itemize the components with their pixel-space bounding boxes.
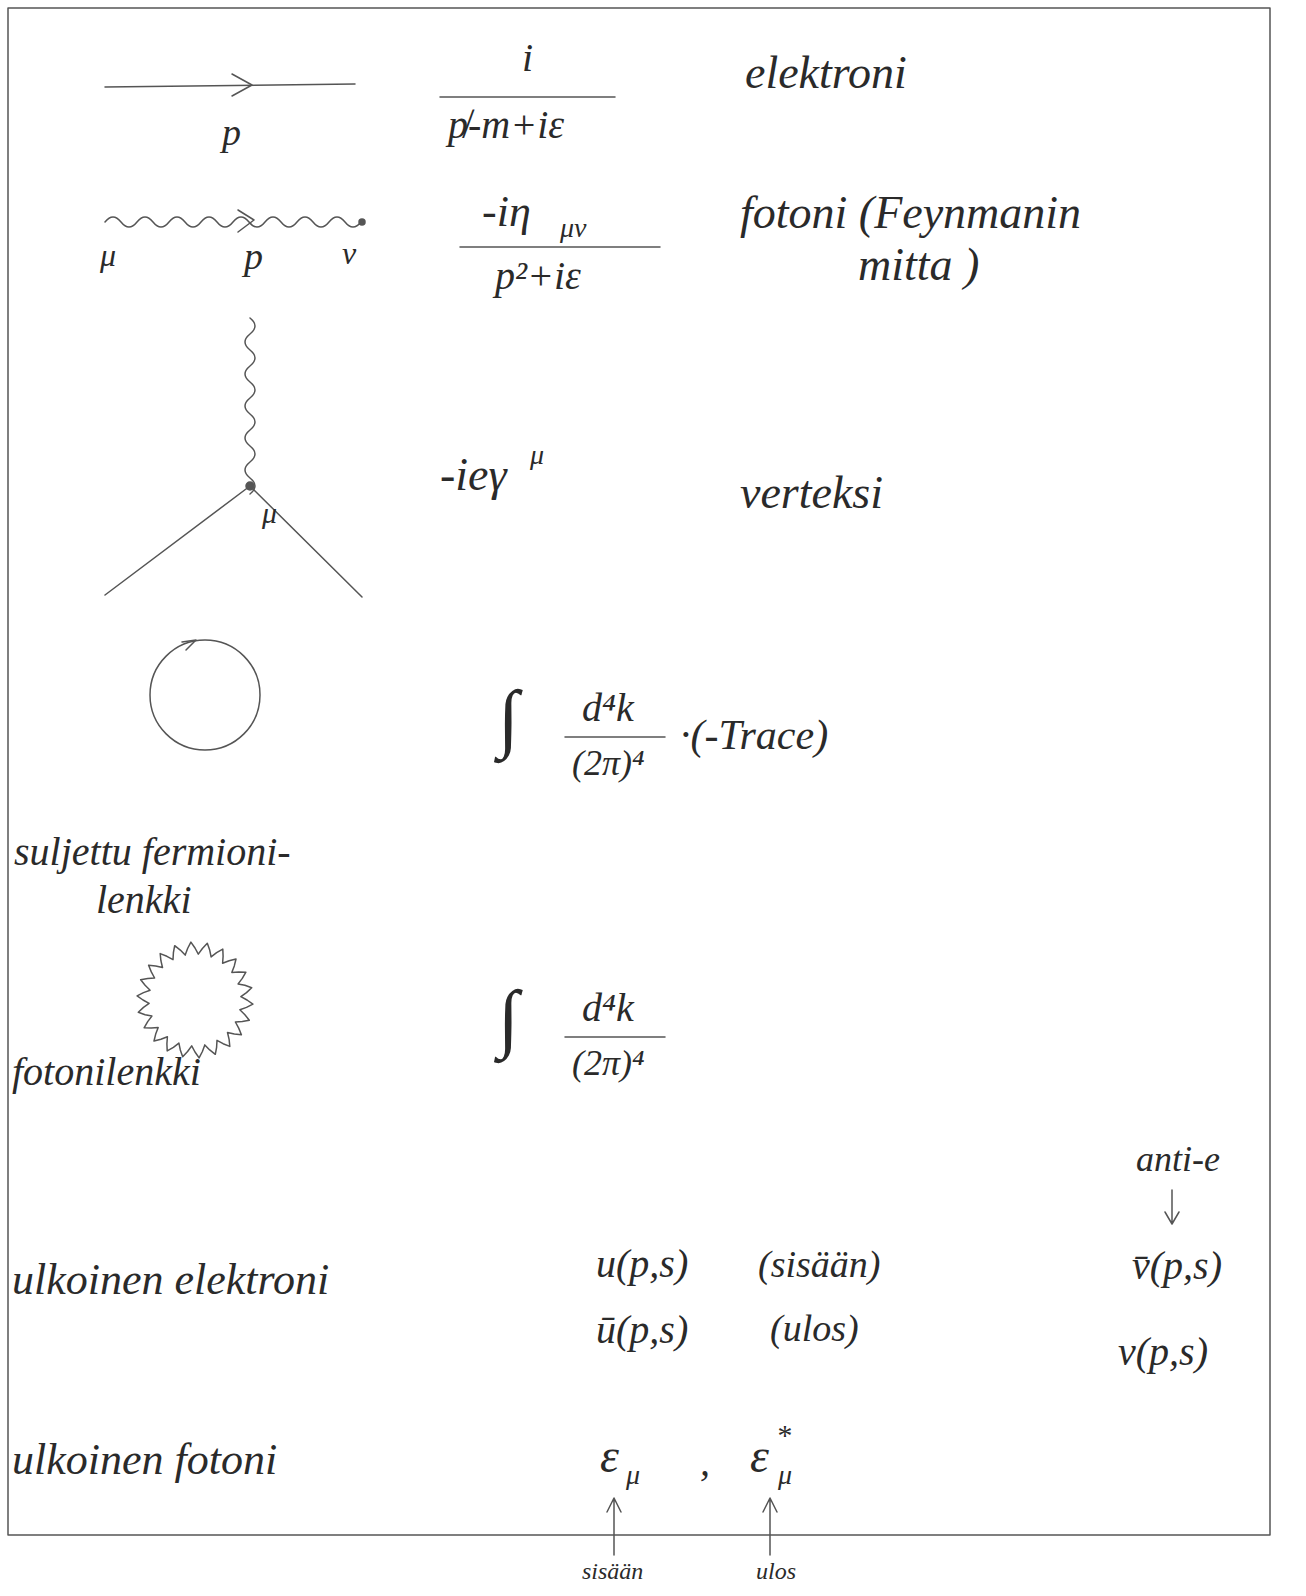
polarization: ε [600,1430,619,1483]
rule-name: lenkki [96,878,192,922]
superscript: * [776,1418,791,1451]
integral-sign: ∫ [498,676,519,760]
rule-name: fotonilenkki [12,1050,201,1094]
fermion-loop [150,640,260,750]
photon-line [105,217,361,227]
index-label: μ [100,238,116,273]
vertex-factor: -ieγ [440,450,507,501]
fermion-line [250,486,362,597]
arrowhead [232,74,252,96]
numerator: d⁴k [582,986,634,1030]
denominator: (2π)⁴ [572,744,645,784]
polarization: ε [750,1430,769,1483]
momentum-label: p [244,236,263,278]
arrowhead [238,210,254,232]
pointer-arrow [763,1498,777,1555]
note: mitta ) [858,240,979,291]
numerator: -iη [482,188,531,236]
fermion-line [105,486,250,595]
electron-line [105,84,355,87]
denominator: p̸-m+iε [448,103,564,147]
spinor: v̄(p,s) [1132,1244,1222,1288]
note: (ulos) [770,1308,859,1350]
particle-name: elektroni [745,48,907,99]
spinor: ū(p,s) [596,1308,688,1352]
pointer-arrow [607,1498,621,1555]
vertex-dot [246,482,254,490]
fraction-bar [565,1036,665,1038]
frame [8,8,1270,1535]
index-label: ν [342,236,356,271]
separator: , [700,1440,710,1484]
factor: ·(-Trace) [680,712,828,758]
photon-line [245,318,255,494]
superscript: μ [530,440,544,471]
rule-name: suljettu fermioni- [14,830,291,874]
denominator: (2π)⁴ [572,1044,645,1084]
particle-name: fotoni (Feynmanin [740,188,1081,239]
denominator: p²+iε [495,254,581,298]
arrowhead [182,640,196,650]
pointer-arrow [1165,1190,1179,1224]
index-label: μ [262,496,277,529]
note: ulos [756,1558,796,1584]
momentum-label: p [222,112,241,154]
spinor: v(p,s) [1118,1330,1208,1374]
integral-sign: ∫ [498,976,519,1060]
dot [359,219,365,225]
subscript: μ [626,1460,640,1491]
subscript: μ [778,1460,792,1491]
fraction-bar [440,96,615,98]
photon-loop [137,942,253,1058]
numerator: d⁴k [582,686,634,730]
note: sisään [582,1558,643,1584]
note: (sisään) [758,1244,880,1286]
rule-name: verteksi [740,468,883,519]
rule-name: ulkoinen fotoni [12,1436,277,1484]
note: anti-e [1136,1140,1220,1180]
numerator: i [522,36,533,80]
subscript: μν [560,213,586,244]
spinor: u(p,s) [596,1242,688,1286]
fraction-bar [460,246,660,248]
fraction-bar [565,736,665,738]
rule-name: ulkoinen elektroni [12,1256,329,1304]
